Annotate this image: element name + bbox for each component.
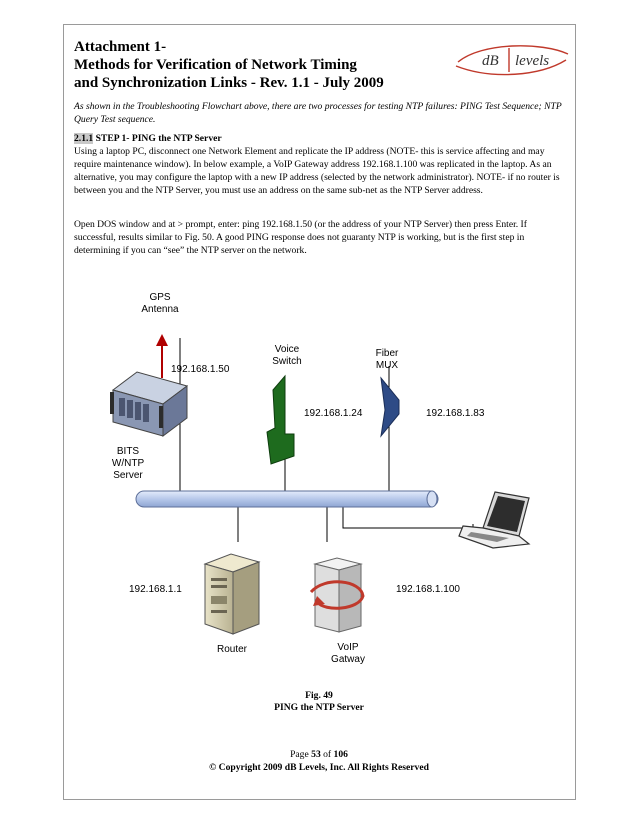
gps-antenna-tip [156,334,168,346]
page-border [63,24,576,800]
logo-db: dB [482,53,499,69]
voip-gateway-icon [309,557,365,633]
voice-switch-icon [266,374,295,465]
ping-instructions: Open DOS window and at > prompt, enter: … [74,219,527,256]
router-ip-label: 192.168.1.1 [129,584,182,595]
figure-caption: Fig. 49 PING the NTP Server [0,690,638,714]
bits-server-icon [110,371,189,437]
page-footer: Page 53 of 106 © Copyright 2009 dB Level… [0,748,638,774]
laptop-icon [458,491,531,549]
step-heading: 2.1.1 STEP 1- PING the NTP Server [74,132,564,145]
diagram-drawing [110,334,531,635]
router-icon [203,553,261,635]
logo-levels: levels [515,53,549,69]
bits-label: BITS W/NTP Server [111,446,145,481]
intro-paragraph: As shown in the Troubleshooting Flowchar… [74,101,562,125]
voip-gateway-label: VoIP Gatway [331,642,365,665]
step-number: 2.1.1 [74,133,94,144]
voip-ip-label: 192.168.1.100 [396,584,460,595]
voice-switch-label: Voice Switch [272,344,302,367]
title-line-1: Attachment 1- [74,39,167,55]
laptop-drop-line [342,502,474,529]
network-bus [135,490,439,508]
network-diagram: GPS Antenna 192.168.1.50 BITS W/NTP Serv… [63,280,576,680]
step-heading-text: STEP 1- PING the NTP Server [93,133,222,144]
fiber-mux-label: Fiber MUX [375,348,399,371]
copyright-notice: © Copyright 2009 dB Levels, Inc. All Rig… [209,762,429,773]
bits-ip-label: 192.168.1.50 [171,364,230,375]
step-body: Using a laptop PC, disconnect one Networ… [74,146,560,196]
voice-switch-ip-label: 192.168.1.24 [304,408,363,419]
gps-label: GPS Antenna [141,292,179,315]
fiber-mux-icon [380,376,400,438]
fiber-mux-ip-label: 192.168.1.83 [426,408,485,419]
title-line-2: Methods for Verification of Network Timi… [74,57,357,73]
step-section: 2.1.1 STEP 1- PING the NTP Server Using … [74,132,564,197]
title-line-3: and Synchronization Links - Rev. 1.1 - J… [74,75,384,91]
page-number: Page 53 of 106 [290,749,348,760]
figure-number: Fig. 49 [305,690,333,701]
document-title: Attachment 1- Methods for Verification o… [74,38,434,92]
figure-title: PING the NTP Server [274,702,364,713]
db-levels-logo: dB levels [455,45,569,76]
router-label: Router [217,644,248,655]
